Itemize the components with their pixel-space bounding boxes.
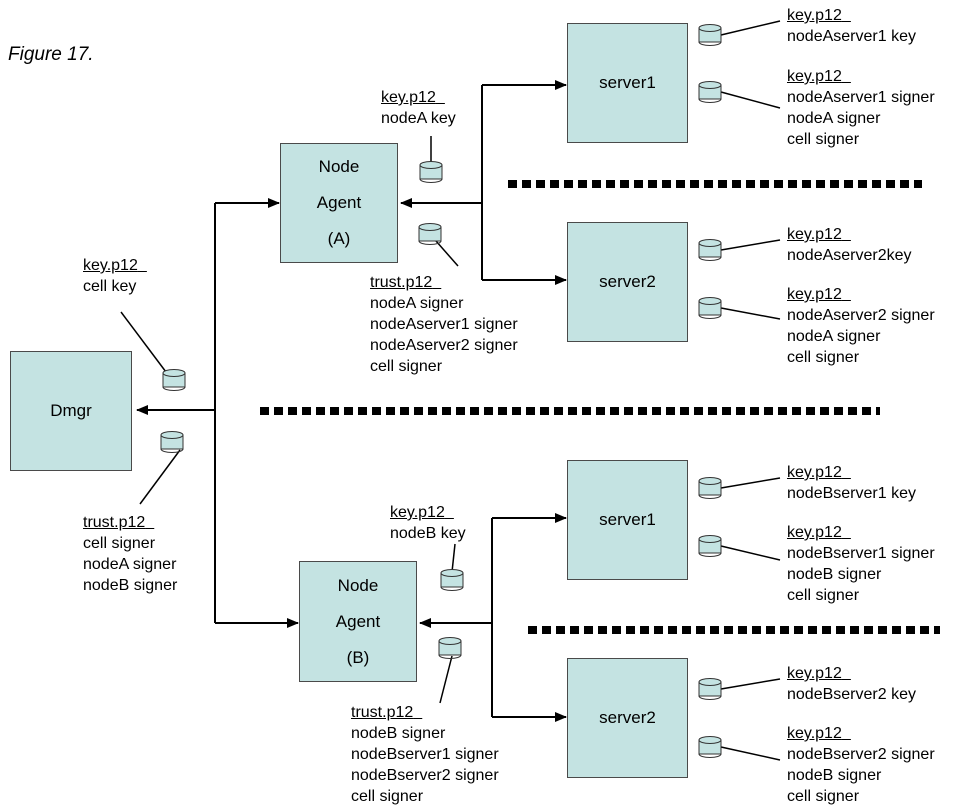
keystore-filename: key.p12	[787, 524, 842, 541]
keystore-entry: cell signer	[787, 587, 860, 604]
node-a-server2-trust-store-icon	[698, 297, 781, 320]
truststore-entry: nodeA signer	[83, 556, 177, 573]
keystore-entry: cell signer	[787, 131, 860, 148]
keystore-filename: key.p12	[83, 257, 138, 274]
keystore-entry: nodeBserver1 key	[787, 485, 916, 502]
node-b-server2-label: server2	[599, 708, 656, 727]
node-a-server2-label: server2	[599, 272, 656, 291]
node-agent-a-line3: (A)	[327, 229, 351, 248]
node-a-trust-store-label: trust.p12 nodeA signer nodeAserver1 sign…	[370, 272, 518, 377]
keystore-entry: nodeB signer	[787, 566, 882, 583]
node-b-server2-trust-label: key.p12 nodeBserver2 signer nodeB signer…	[787, 723, 935, 807]
node-b-server2-box: server2	[567, 658, 688, 778]
keystore-entry: nodeAserver2key	[787, 247, 912, 264]
node-a-key-store-icon	[419, 136, 443, 183]
keystore-entry: nodeBserver2 signer	[787, 746, 935, 763]
node-a-server2-box: server2	[567, 222, 688, 342]
keystore-filename: key.p12	[787, 7, 842, 24]
keystore-entry: nodeBserver2 key	[787, 686, 916, 703]
keystore-filename: key.p12	[787, 725, 842, 742]
keystore-filename: key.p12	[787, 286, 842, 303]
node-agent-b-line3: (B)	[346, 647, 370, 667]
node-b-server1-trust-label: key.p12 nodeBserver1 signer nodeB signer…	[787, 522, 935, 606]
node-agent-a-line2: Agent	[316, 193, 362, 212]
node-b-server2-key-label: key.p12 nodeBserver2 key	[787, 663, 916, 705]
node-b-server2-key-store-icon	[698, 678, 781, 700]
node-b-server2-trust-store-icon	[698, 736, 781, 761]
node-a-server1-key-label: key.p12 nodeAserver1 key	[787, 5, 916, 47]
node-agent-b-line1: Node	[337, 575, 379, 595]
node-b-trunk-connector	[419, 513, 567, 722]
node-agent-a-box: Node Agent (A)	[280, 143, 398, 263]
node-a-server1-label: server1	[599, 73, 656, 92]
keystore-filename: key.p12	[787, 226, 842, 243]
keystore-entry: nodeA signer	[787, 110, 881, 127]
node-a-trust-store-icon	[418, 223, 459, 267]
figure-caption: Figure 17.	[8, 44, 94, 65]
keystore-filename: key.p12	[787, 464, 842, 481]
keystore-entry: nodeBserver1 signer	[787, 545, 935, 562]
truststore-entry: cell signer	[370, 358, 443, 375]
node-b-server1-key-label: key.p12 nodeBserver1 key	[787, 462, 916, 504]
keystore-entry: nodeA signer	[787, 328, 881, 345]
node-a-server1-trust-label: key.p12 nodeAserver1 signer nodeA signer…	[787, 66, 935, 150]
node-a-server2-key-label: key.p12 nodeAserver2key	[787, 224, 912, 266]
node-a-trunk-connector	[400, 80, 567, 285]
node-agent-b-box: Node Agent (B)	[299, 561, 417, 682]
node-a-server1-key-store-icon	[698, 20, 781, 46]
truststore-entry: nodeBserver2 signer	[351, 767, 499, 784]
keystore-entry: nodeA key	[381, 110, 456, 127]
node-a-server2-trust-label: key.p12 nodeAserver2 signer nodeA signer…	[787, 284, 935, 368]
keystore-entry: nodeAserver1 signer	[787, 89, 935, 106]
keystore-filename: key.p12	[381, 89, 436, 106]
truststore-entry: nodeB signer	[351, 725, 446, 742]
keystore-entry: cell signer	[787, 788, 860, 805]
keystore-entry: cell key	[83, 278, 137, 295]
node-a-key-store-label: key.p12 nodeA key	[381, 87, 456, 129]
node-b-trust-store-label: trust.p12 nodeB signer nodeBserver1 sign…	[351, 702, 499, 807]
truststore-filename: trust.p12	[370, 274, 433, 291]
node-b-server1-label: server1	[599, 510, 656, 529]
keystore-filename: key.p12	[390, 504, 445, 521]
truststore-entry: cell signer	[351, 788, 424, 805]
node-b-trust-store-icon	[438, 637, 462, 704]
node-b-server1-trust-store-icon	[698, 535, 781, 561]
dmgr-trunk-connector	[136, 198, 299, 628]
keystore-entry: nodeAserver1 key	[787, 28, 916, 45]
dmgr-key-store-icon	[120, 311, 186, 391]
node-b-server1-box: server1	[567, 460, 688, 580]
dmgr-key-store-label: key.p12 cell key	[83, 255, 147, 297]
node-b-server1-key-store-icon	[698, 477, 781, 499]
dmgr-label: Dmgr	[50, 401, 92, 420]
keystore-entry: nodeAserver2 signer	[787, 307, 935, 324]
node-b-key-store-icon	[440, 543, 464, 591]
dmgr-trust-store-icon	[139, 431, 184, 505]
node-agent-a-line1: Node	[318, 157, 360, 176]
dmgr-box: Dmgr	[10, 351, 132, 471]
keystore-entry: nodeB key	[390, 525, 466, 542]
node-agent-b-line2: Agent	[335, 611, 381, 631]
keystore-entry: cell signer	[787, 349, 860, 366]
node-a-server1-box: server1	[567, 23, 688, 143]
keystore-filename: key.p12	[787, 665, 842, 682]
truststore-entry: nodeAserver2 signer	[370, 337, 518, 354]
truststore-entry: nodeBserver1 signer	[351, 746, 499, 763]
keystore-entry: nodeB signer	[787, 767, 882, 784]
truststore-entry: nodeAserver1 signer	[370, 316, 518, 333]
node-b-key-store-label: key.p12 nodeB key	[390, 502, 466, 544]
truststore-filename: trust.p12	[351, 704, 414, 721]
truststore-entry: cell signer	[83, 535, 156, 552]
truststore-filename: trust.p12	[83, 514, 146, 531]
truststore-entry: nodeA signer	[370, 295, 464, 312]
keystore-filename: key.p12	[787, 68, 842, 85]
node-a-server1-trust-store-icon	[698, 81, 781, 109]
node-a-server2-key-store-icon	[698, 239, 781, 261]
dmgr-trust-store-label: trust.p12 cell signer nodeA signer nodeB…	[83, 512, 177, 596]
truststore-entry: nodeB signer	[83, 577, 178, 594]
